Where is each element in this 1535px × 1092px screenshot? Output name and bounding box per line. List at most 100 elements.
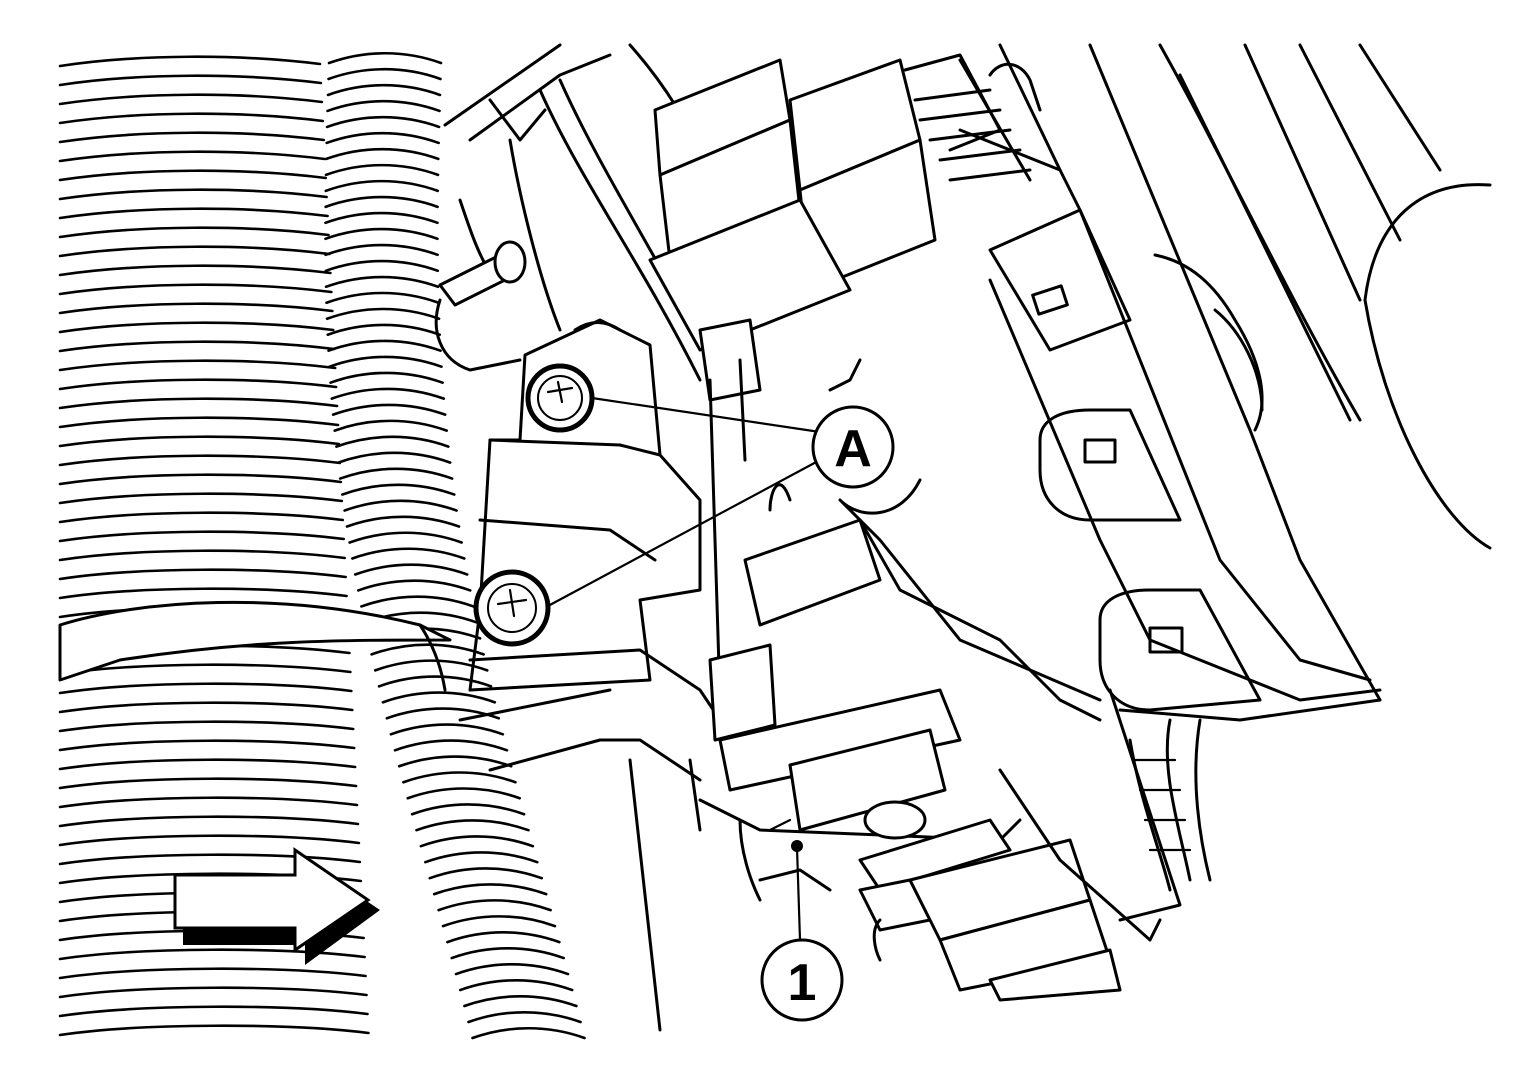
upper-bracket [434,43,717,382]
harness-rib [58,986,368,999]
harness-rib [325,291,440,305]
harness-rib [324,195,439,209]
harness-rib [330,387,446,400]
harness-rib [415,819,530,832]
harness-rib [58,720,355,733]
harness-rib [328,355,443,368]
harness-rib [58,74,323,87]
harness-rib [58,264,332,277]
harness-rib [58,777,358,790]
harness-rib [336,451,452,464]
harness-rib [58,587,348,600]
harness-rib [327,68,442,81]
harness-rib [381,691,497,704]
harness-rib [325,131,440,145]
callout-a-label: A [834,420,872,478]
harness-rib [324,211,439,225]
harness-rib [58,948,366,961]
harness-rib [341,483,456,496]
harness-rib [58,435,341,448]
harness-rib [326,83,442,97]
harness-rib [58,112,325,125]
harness-rib [58,283,333,296]
harness-rib [441,915,557,928]
harness-rib [458,979,574,992]
harness-rib [58,967,367,980]
harness-rib [437,899,552,912]
screw-icon [525,363,595,433]
harness-rib [58,245,331,258]
harness-rib [402,771,517,784]
harness-rib [58,207,329,220]
harness-rib [343,499,458,512]
harness-rib [450,947,566,960]
harness-rib [58,397,339,410]
harness-rib [324,259,440,273]
harness-rib [58,473,343,486]
harness-rib [385,707,501,720]
harness-rib [454,963,570,976]
callout-pointer-dot [791,840,803,852]
lower-module [698,518,1162,1002]
harness-rib [326,99,441,113]
harness-rib [58,321,335,334]
screw-icon [473,569,551,647]
harness-rib [58,1024,370,1037]
harness-rib [58,416,340,429]
harness-rib [327,52,443,65]
harness-rib [333,419,448,432]
harness-rib [393,739,509,752]
harness-rib [58,815,360,828]
harness-rib [58,302,334,315]
harness-rib [58,93,324,106]
harness-rib [58,1005,369,1018]
harness-rib [428,867,544,880]
harness-rib [329,371,444,384]
harness-rib [58,340,336,353]
harness-rib [58,55,322,68]
harness-rib [353,563,469,576]
harness-rib [335,435,450,448]
harness-rib [360,595,475,608]
harness-rib [58,454,342,467]
harness-rib [58,150,327,163]
harness-rib [58,530,346,543]
harness-rib [58,682,353,695]
harness-rib [58,169,327,182]
harness-rib [406,787,522,800]
mounting-bracket [458,318,747,1032]
harness-rib [324,227,439,241]
harness-rib [324,179,440,193]
harness-rib [58,834,361,847]
harness-rib [58,796,359,809]
harness-rib [377,675,493,688]
callout-a: A [811,405,895,489]
harness-rib [373,659,489,672]
harness-rib [463,995,578,1008]
panel-structure [958,43,1492,702]
harness-rib [467,1011,582,1024]
harness-rib [58,568,347,581]
harness-rib [351,547,466,560]
front-direction-arrow-icon [173,847,380,965]
harness-tube-large [58,55,370,1037]
harness-rib [324,275,440,289]
callout-1-label: 1 [788,954,817,1012]
harness-rib [348,531,463,544]
harness-rib [58,378,338,391]
harness-rib [325,115,441,129]
harness-rib [58,359,337,372]
harness-rib [345,515,461,528]
control-module [648,53,1382,922]
harness-rib [58,853,362,866]
harness-rib [58,549,346,562]
harness-rib [471,1027,586,1040]
harness-rib [389,723,505,736]
harness-rib [356,579,472,592]
harness-rib [325,307,441,321]
harness-rib [58,226,330,239]
harness-rib [432,883,548,896]
harness-rib [58,701,354,714]
